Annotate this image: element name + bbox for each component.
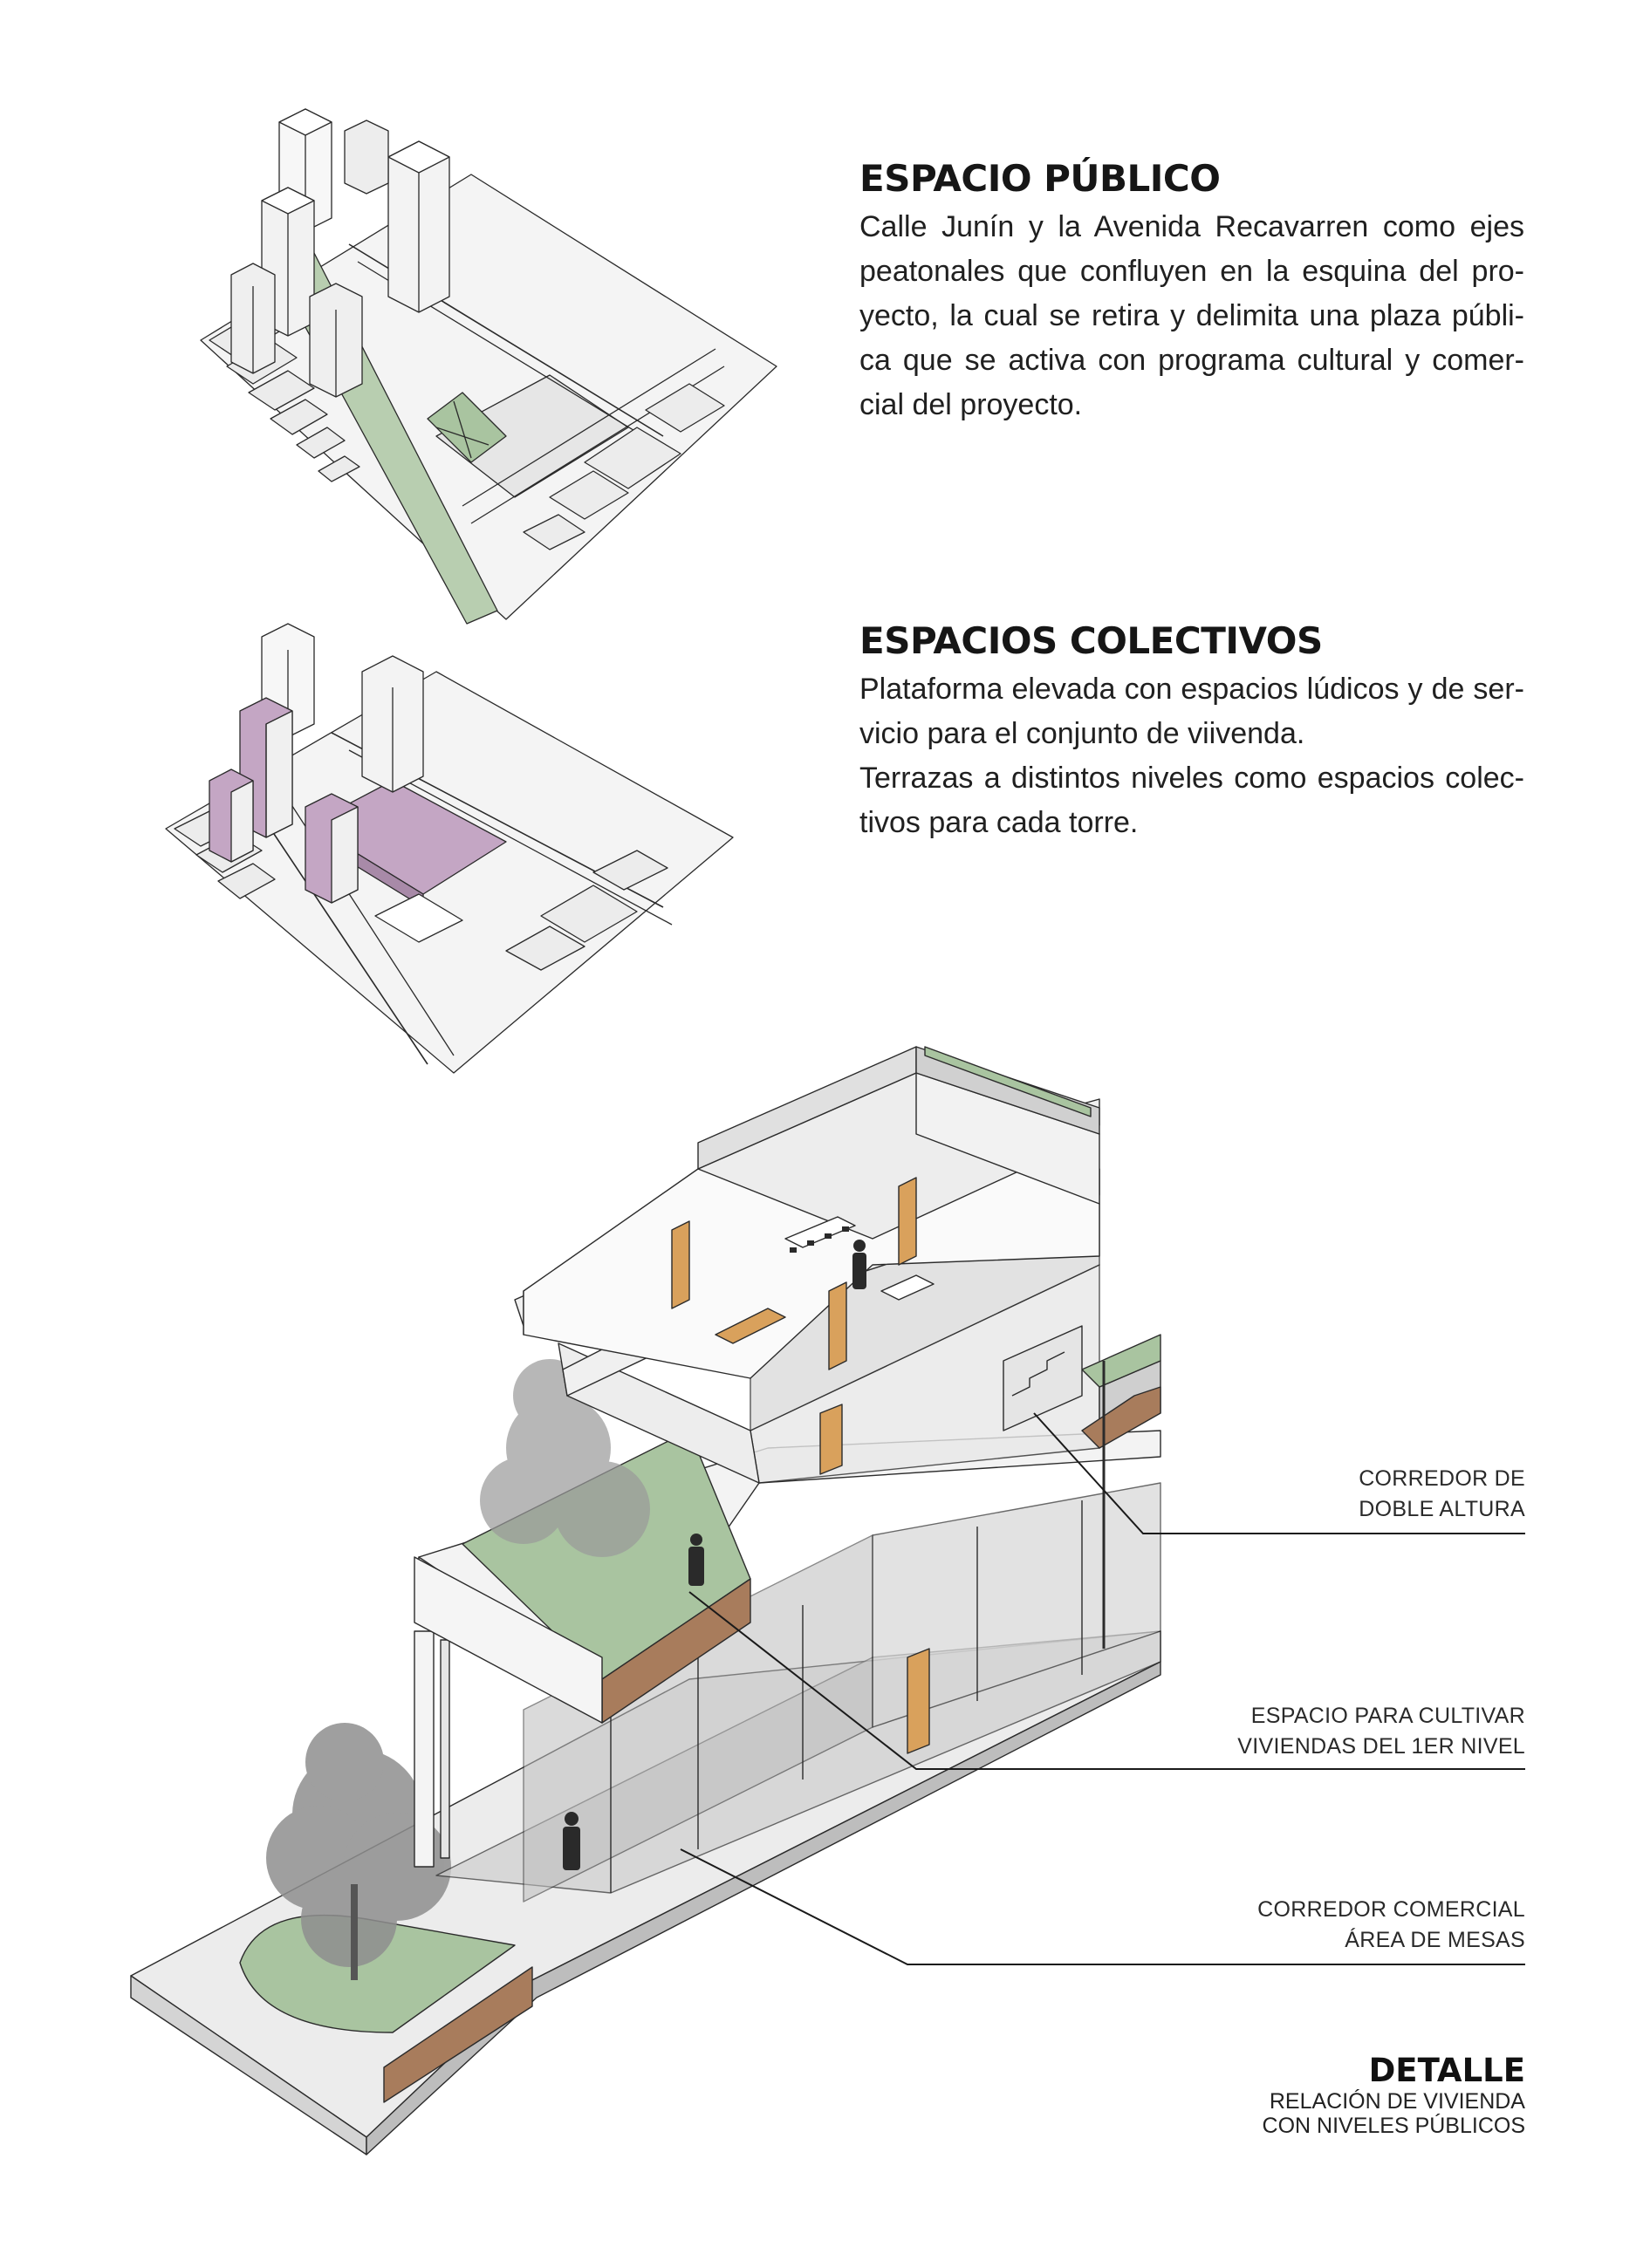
annotation-commercial-corridor: CORREDOR COMERCIAL ÁREA DE MESAS <box>1257 1895 1525 1956</box>
leader-line <box>1033 1412 1525 1534</box>
annotation-line: DOBLE ALTURA <box>1359 1497 1525 1521</box>
detail-subtitle: RELACIÓN DE VIVIENDA <box>1269 2089 1525 2114</box>
section-public-space: ESPACIO PÚBLICO Calle Junín y la Avenida… <box>859 157 1524 427</box>
section-text-line: Calle Junín y la Avenida Recavarren como… <box>859 210 1524 243</box>
detail-title: DETALLE <box>1368 2052 1525 2089</box>
section-text-line: peatonales que confluyen en la esquina d… <box>859 255 1524 288</box>
detail-subtitle: CON NIVELES PÚBLICOS <box>1262 2114 1525 2138</box>
section-text-line: Terrazas a distintos niveles como espaci… <box>859 762 1524 795</box>
section-text-line: Plataforma elevada con espacios lúdicos … <box>859 673 1524 706</box>
public-space-axonometric <box>200 108 777 625</box>
section-heading: ESPACIO PÚBLICO <box>859 157 1221 200</box>
annotation-line: CORREDOR DE <box>1359 1466 1525 1491</box>
annotation-double-height-corridor: CORREDOR DE DOBLE ALTURA <box>1359 1464 1525 1525</box>
plaza-green <box>427 392 507 463</box>
annotation-line: ÁREA DE MESAS <box>1345 1928 1525 1952</box>
annotation-line: ESPACIO PARA CULTIVAR <box>1250 1704 1525 1728</box>
section-heading: ESPACIOS COLECTIVOS <box>859 619 1323 662</box>
soil-band <box>383 1966 533 2103</box>
leader-line <box>688 1591 1525 1770</box>
leader-line <box>680 1848 1525 1965</box>
annotation-cultivation-space: ESPACIO PARA CULTIVAR VIVIENDAS DEL 1ER … <box>1237 1701 1525 1762</box>
collective-space-axonometric <box>165 623 734 1074</box>
section-text-line: ca que se activa con programa cultural y… <box>859 344 1524 377</box>
detail-label: DETALLE RELACIÓN DE VIVIENDA CON NIVELES… <box>1263 2052 1525 2138</box>
section-text-line: tivos para cada torre. <box>859 806 1139 839</box>
section-text-line: cial del proyecto. <box>859 388 1083 421</box>
section-collective-spaces: ESPACIOS COLECTIVOS Plataforma elevada c… <box>859 619 1524 845</box>
annotation-line: VIVIENDAS DEL 1ER NIVEL <box>1237 1734 1525 1759</box>
annotation-line: CORREDOR COMERCIAL <box>1257 1897 1525 1922</box>
section-text-line: yecto, la cual se retira y delimita una … <box>859 299 1524 332</box>
section-text-line: vicio para el conjunto de viivenda. <box>859 717 1305 750</box>
